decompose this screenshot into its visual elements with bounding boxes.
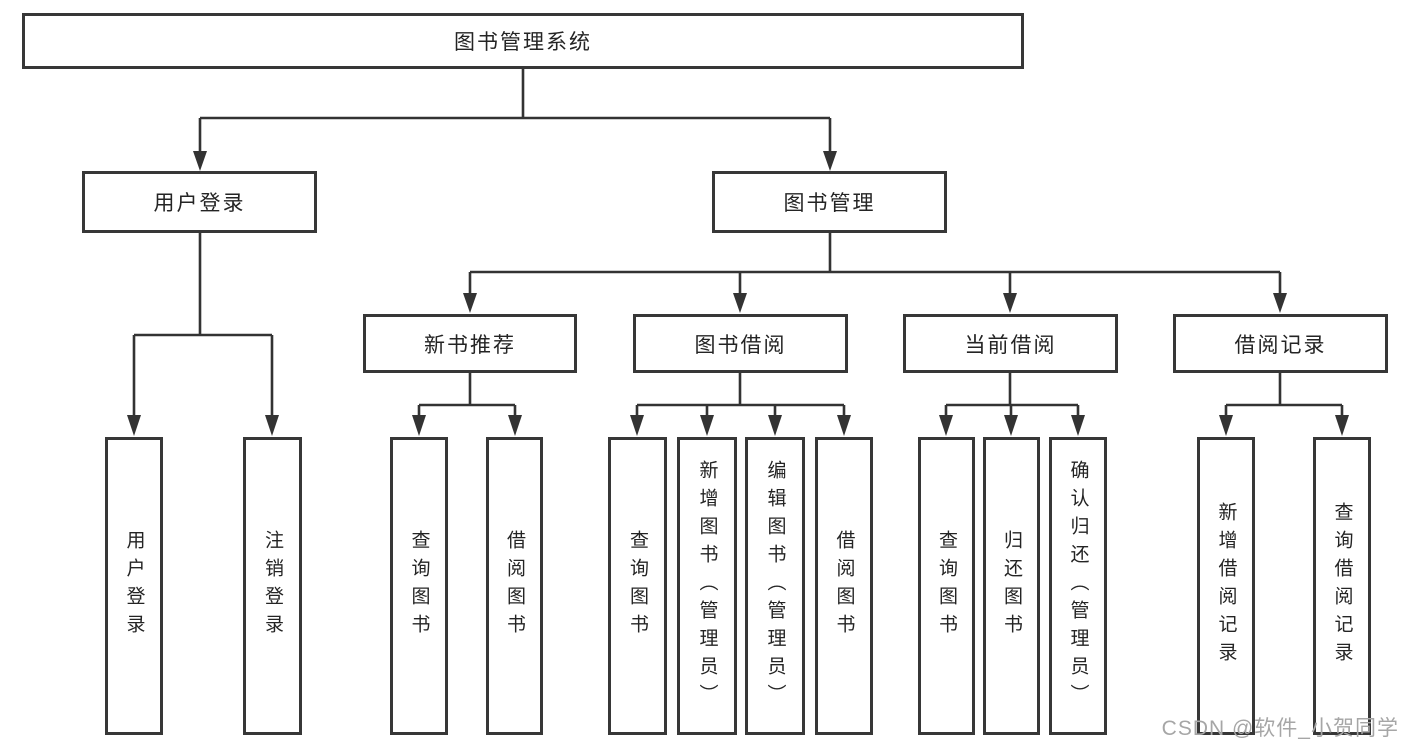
node-book-borrowing-label: 图书借阅	[694, 333, 787, 357]
arrowhead	[823, 151, 837, 171]
leaf-query-borrow-record: 查询借阅记录	[1313, 437, 1371, 735]
leaf-return-books: 归还图书	[983, 437, 1040, 735]
arrowhead	[1273, 293, 1287, 313]
arrowhead	[1004, 415, 1018, 436]
node-current-borrowing: 当前借阅	[903, 314, 1118, 373]
arrowhead	[193, 151, 207, 171]
leaf-borrow-books-1-label: 借阅图书	[504, 530, 525, 642]
arrowhead	[412, 415, 426, 436]
leaf-query-books-2: 查询图书	[608, 437, 667, 735]
node-user-login: 用户登录	[82, 171, 317, 233]
leaf-edit-books: 编辑图书（管理员）	[745, 437, 805, 735]
leaf-borrow-books-2-label: 借阅图书	[833, 530, 855, 642]
leaf-return-books-label: 归还图书	[1001, 530, 1022, 642]
arrowhead	[700, 415, 714, 436]
node-new-book-recommend-label: 新书推荐	[424, 333, 516, 357]
arrowhead	[630, 415, 644, 436]
leaf-query-books-3: 查询图书	[918, 437, 975, 735]
connector-paths	[132, 69, 1344, 418]
arrowhead	[837, 415, 851, 436]
connector-book-borrowing	[635, 373, 846, 418]
arrowhead	[768, 415, 782, 436]
connector-current-borrowing	[944, 373, 1080, 418]
arrowhead	[733, 293, 747, 313]
connector-borrowing-records	[1224, 373, 1344, 418]
leaf-logout-label: 注销登录	[262, 530, 283, 642]
leaf-query-borrow-record-label: 查询借阅记录	[1331, 502, 1353, 670]
node-borrowing-records: 借阅记录	[1173, 314, 1388, 373]
arrowhead	[127, 415, 141, 436]
leaf-edit-books-label: 编辑图书（管理员）	[764, 460, 786, 712]
connector-root	[198, 69, 832, 153]
leaf-add-borrow-record-label: 新增借阅记录	[1215, 502, 1237, 670]
arrowheads	[127, 151, 1349, 436]
leaf-confirm-return: 确认归还（管理员）	[1049, 437, 1107, 735]
csdn-watermark: CSDN @软件_小贺同学	[1161, 717, 1399, 740]
leaf-query-books-2-label: 查询图书	[627, 530, 648, 642]
leaf-add-borrow-record: 新增借阅记录	[1197, 437, 1255, 735]
arrowhead	[939, 415, 953, 436]
leaf-borrow-books-1: 借阅图书	[486, 437, 543, 735]
node-book-management-label: 图书管理	[783, 192, 876, 215]
connector-user-login	[132, 233, 274, 418]
arrowhead	[463, 293, 477, 313]
leaf-query-books-1-label: 查询图书	[408, 530, 430, 642]
arrowhead	[508, 415, 522, 436]
leaf-borrow-books-2: 借阅图书	[815, 437, 873, 735]
node-root: 图书管理系统	[22, 13, 1024, 69]
arrowhead	[265, 415, 279, 436]
leaf-query-books-1: 查询图书	[390, 437, 448, 735]
arrowhead	[1219, 415, 1233, 436]
arrowhead	[1335, 415, 1349, 436]
arrowhead	[1071, 415, 1085, 436]
arrowhead	[1003, 293, 1017, 313]
node-current-borrowing-label: 当前借阅	[964, 333, 1057, 357]
node-root-label: 图书管理系统	[454, 31, 592, 54]
leaf-confirm-return-label: 确认归还（管理员）	[1067, 460, 1089, 712]
connector-new-book-recommend	[417, 373, 517, 418]
leaf-query-books-3-label: 查询图书	[936, 530, 957, 642]
leaf-logout: 注销登录	[243, 437, 302, 735]
leaf-add-books-label: 新增图书（管理员）	[696, 460, 718, 712]
leaf-user-login-label: 用户登录	[123, 530, 145, 642]
connector-book-management	[468, 233, 1282, 295]
node-borrowing-records-label: 借阅记录	[1234, 333, 1327, 357]
node-book-borrowing: 图书借阅	[633, 314, 848, 373]
node-new-book-recommend: 新书推荐	[363, 314, 577, 373]
leaf-add-books: 新增图书（管理员）	[677, 437, 737, 735]
node-book-management: 图书管理	[712, 171, 947, 233]
node-user-login-label: 用户登录	[153, 192, 246, 215]
leaf-user-login: 用户登录	[105, 437, 163, 735]
